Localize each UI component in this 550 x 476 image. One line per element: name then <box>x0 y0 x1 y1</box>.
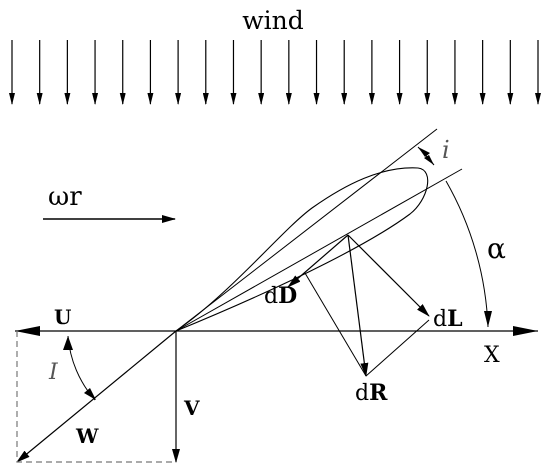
drag-vector <box>287 234 349 288</box>
wind-arrows <box>9 40 541 105</box>
parallelogram-edge-2 <box>365 319 430 377</box>
resultant-label: dR <box>355 380 388 406</box>
airfoil-profile <box>175 167 429 332</box>
v-label: V <box>183 396 200 420</box>
wind-label: wind <box>242 6 304 35</box>
w-label: W <box>75 424 99 448</box>
inflow-angle-label: I <box>48 360 59 385</box>
x-axis-label: X <box>484 343 500 368</box>
relative-velocity-w <box>16 330 177 463</box>
velocity-triangle-dashed-box <box>16 331 176 463</box>
drag-label: dD <box>264 283 297 309</box>
lift-vector <box>347 234 430 317</box>
alpha-label: α <box>487 232 506 265</box>
incidence-arrowhead-top <box>418 147 430 157</box>
incidence-label: i <box>442 136 450 164</box>
parallelogram-edge-1 <box>304 272 367 377</box>
x-arrowhead <box>513 326 538 336</box>
inflow-arrowhead-bottom <box>84 388 96 400</box>
alpha-arc <box>445 180 489 328</box>
alpha-arrowhead <box>484 311 492 327</box>
u-arrowhead <box>15 326 40 336</box>
chord-line <box>175 168 463 332</box>
zero-lift-line <box>175 128 438 332</box>
lift-label: dL <box>433 306 463 332</box>
inflow-arrowhead-top <box>63 336 73 350</box>
u-label: U <box>54 305 71 329</box>
incidence-arrowhead-bottom <box>424 155 434 165</box>
omega-r-label: ωr <box>48 182 82 212</box>
resultant-vector <box>347 234 369 377</box>
